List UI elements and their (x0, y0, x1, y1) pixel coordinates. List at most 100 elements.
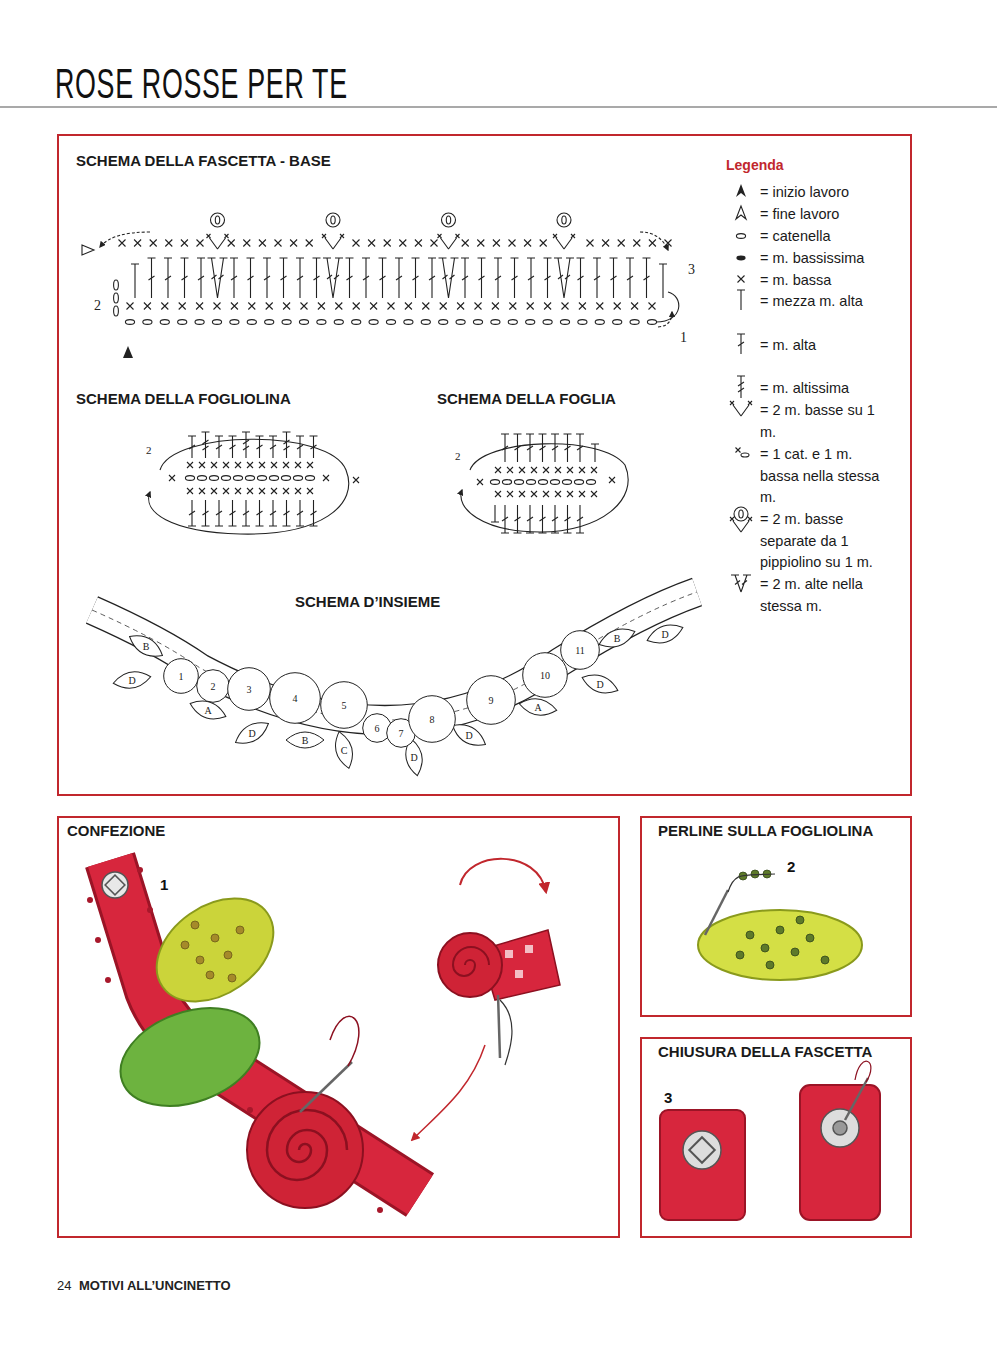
stitch-symbol (462, 240, 469, 247)
leaf-shape: D (645, 622, 685, 646)
stitch-symbol (179, 303, 186, 310)
leaf-letter: B (614, 633, 621, 644)
stitch-symbol (188, 436, 196, 458)
stitch-symbol (196, 303, 203, 310)
stitch-symbol (269, 500, 277, 526)
stitch-symbol (473, 320, 482, 325)
stitch-symbol (543, 320, 552, 325)
stitch-symbol (313, 258, 321, 298)
stitch-symbol (494, 258, 502, 298)
legend-entry: = m. altissima (760, 378, 892, 400)
legend-heading: Legenda (726, 157, 784, 173)
stitch-symbol (587, 240, 594, 247)
stitch-symbol (631, 303, 638, 310)
stitch-symbol (748, 517, 752, 521)
stitch-symbol (202, 432, 210, 458)
stitch-symbol (275, 240, 282, 247)
callout-number: 1 (160, 876, 168, 893)
leaf-outline (112, 669, 152, 691)
stitch-symbol (384, 240, 391, 247)
stitch-symbol (527, 258, 535, 298)
stitch-symbol (539, 434, 547, 462)
stitch-symbol (114, 293, 119, 303)
stitch-symbol (307, 488, 313, 494)
stitch-symbol (514, 480, 523, 485)
stitch-symbol (659, 264, 667, 298)
stitch-symbol (310, 500, 318, 526)
panel-heading: SCHEMA DELLA FASCETTA - BASE (76, 152, 331, 169)
stitch-symbol (514, 505, 522, 533)
stitch-symbol (511, 258, 519, 298)
stitch-symbol (181, 258, 189, 298)
stitch-symbol (733, 521, 749, 532)
stitch-symbol (257, 476, 266, 481)
stitch-symbol (269, 436, 277, 458)
stitch-symbol (290, 240, 297, 247)
stitch-symbol (404, 320, 413, 325)
stitch-symbol (131, 264, 139, 298)
stitch-symbol (212, 320, 221, 325)
stitch-symbol (649, 240, 656, 247)
direction-arrow (461, 444, 628, 532)
stitch-symbol (446, 216, 450, 224)
stitch-symbol (299, 320, 308, 325)
panel-heading: CONFEZIONE (67, 822, 165, 839)
rose-circle-outline (561, 631, 600, 670)
leaf-letter: D (248, 728, 255, 739)
stitch-symbol (368, 240, 375, 247)
stitch-symbol (527, 303, 534, 310)
stitch-symbol (197, 476, 206, 481)
stitch-symbol (160, 320, 169, 325)
stitch-symbol (531, 491, 537, 497)
stitch-symbol (441, 238, 457, 249)
legend-entry: = 2 m. basse separate da 1 pippiolino su… (760, 509, 892, 574)
stitch-symbol (148, 258, 156, 298)
stitch-symbol (144, 303, 151, 310)
legend-symbol (736, 256, 745, 261)
page-title: ROSE ROSSE PER TE (55, 60, 348, 108)
circle-number: 10 (540, 670, 550, 681)
stitch-symbol (579, 467, 585, 473)
stitch-symbol (271, 462, 277, 468)
stitch-symbol (579, 491, 585, 497)
stitch-symbol (578, 320, 587, 325)
stitch-symbol (221, 476, 230, 481)
shape-label-holder: B (285, 728, 325, 752)
stitch-symbol (143, 320, 152, 325)
stitch-symbol (187, 462, 193, 468)
callout-number: 3 (664, 1089, 672, 1106)
stitch-symbol (730, 517, 734, 521)
stitch-symbol (235, 488, 241, 494)
stitch-symbol (405, 303, 412, 310)
stitch-symbol (491, 505, 499, 522)
stitch-symbol (187, 488, 193, 494)
crochet-charts (82, 184, 752, 592)
stitch-symbol (150, 240, 157, 247)
circle-number: 4 (293, 693, 298, 704)
stitch-symbol (526, 480, 535, 485)
circle-number: 2 (211, 681, 216, 692)
stitch-symbol (296, 258, 304, 298)
leaf-letter: D (596, 679, 603, 690)
stitch-symbol (456, 320, 465, 325)
shape-label-holder: D (580, 672, 620, 696)
leaf-outline (596, 624, 637, 652)
stitch-symbol (114, 280, 119, 290)
stitch-symbol (526, 320, 535, 325)
stitch-symbol (492, 303, 499, 310)
panel-heading: PERLINE SULLA FOGLIOLINA (658, 822, 873, 839)
legend-entry: = catenella (760, 226, 892, 248)
leaf-letter: D (465, 730, 472, 741)
stitch-symbol (562, 216, 566, 224)
stitch-symbol (353, 477, 359, 483)
stitch-symbol (591, 491, 597, 497)
stitch-symbol (199, 488, 205, 494)
stitch-symbol (477, 479, 483, 485)
rose-circle-outline (363, 714, 392, 743)
stitch-symbol (307, 462, 313, 468)
shape-label-holder: 11 (560, 630, 600, 670)
stitch-symbol (733, 405, 749, 416)
stitch-symbol (242, 500, 250, 526)
stitch-symbol (415, 240, 422, 247)
circle-number: 3 (247, 684, 252, 695)
